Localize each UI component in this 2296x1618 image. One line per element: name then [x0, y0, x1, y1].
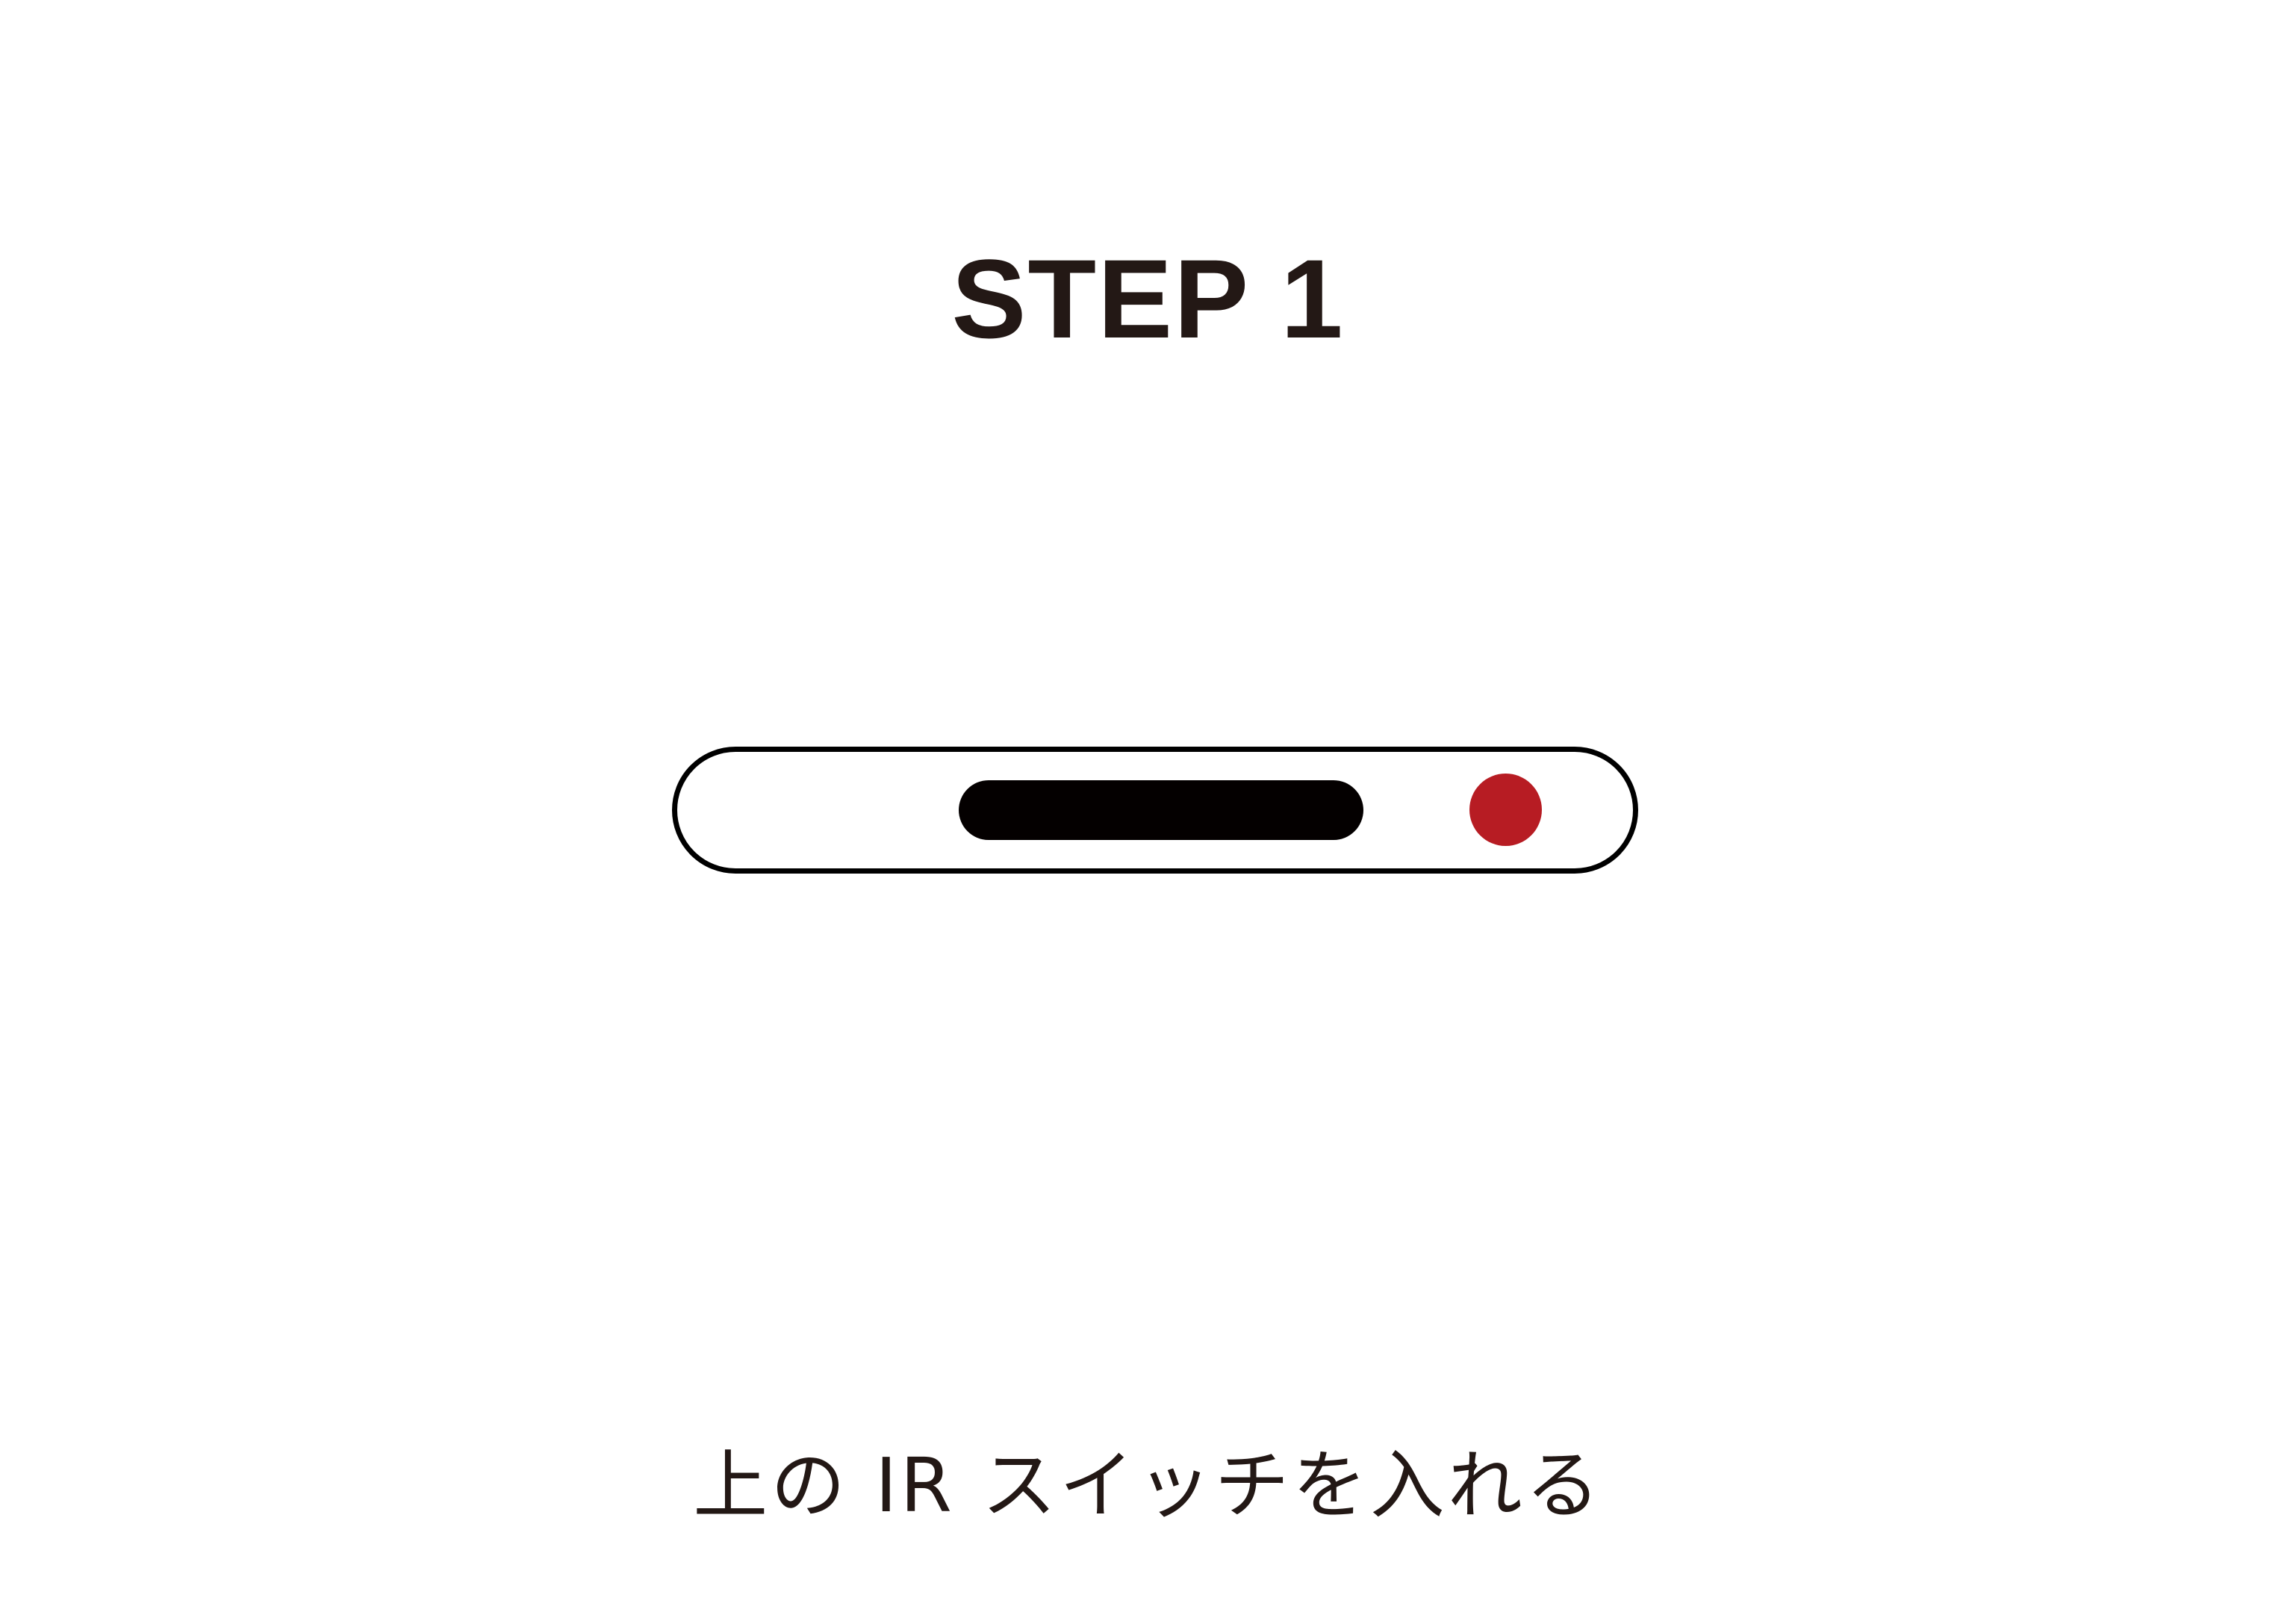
indicator-light — [1469, 774, 1542, 846]
device-body — [672, 747, 1638, 874]
instruction-text: 上の IR スイッチを入れる — [693, 1442, 1603, 1529]
ir-switch[interactable] — [959, 780, 1363, 840]
step-title: STEP 1 — [951, 236, 1345, 361]
